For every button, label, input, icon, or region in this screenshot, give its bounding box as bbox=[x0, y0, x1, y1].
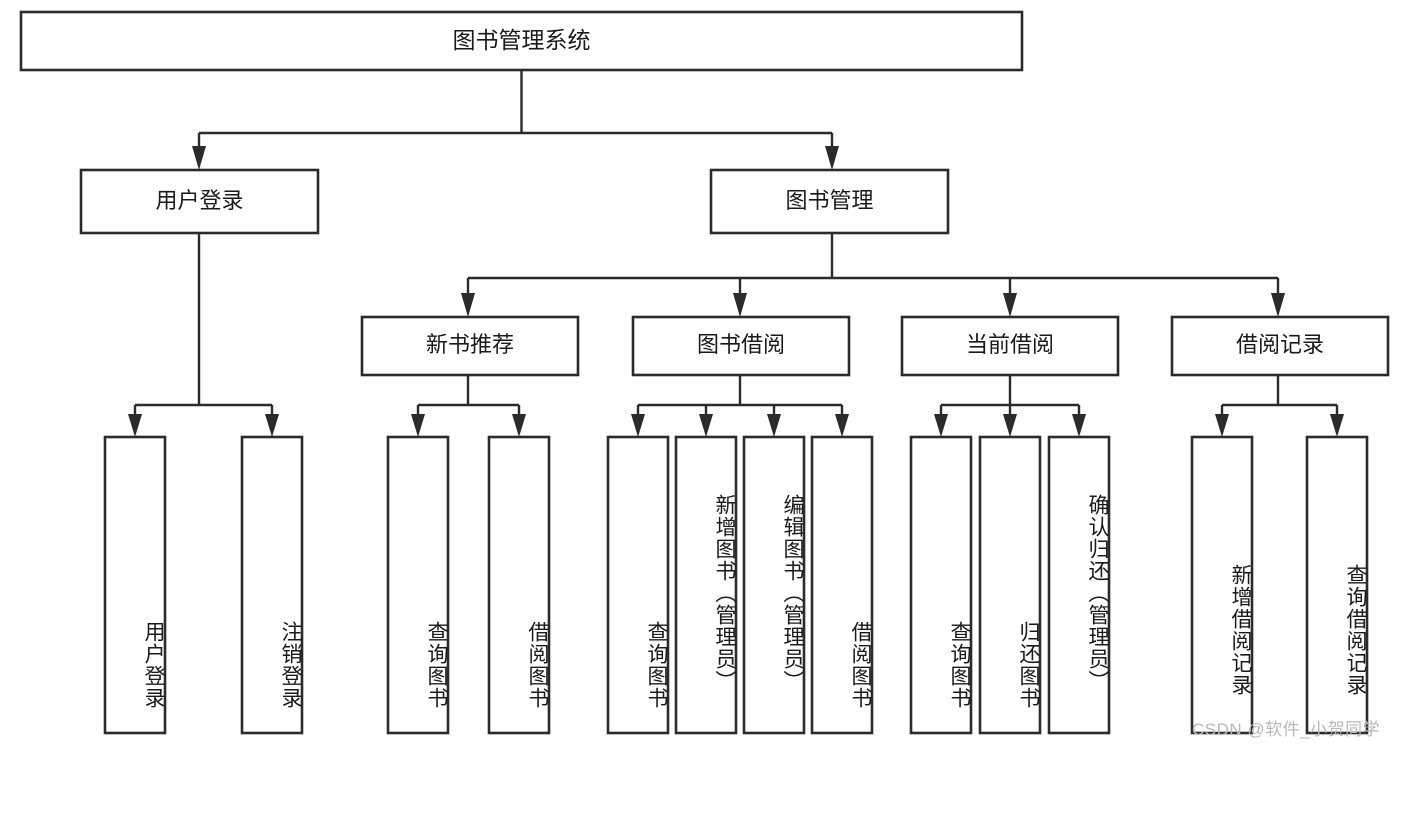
node-borrow-record-label: 借阅记录 bbox=[1236, 332, 1324, 357]
node-borrow-record-box[interactable] bbox=[1170, 315, 1390, 377]
diagram-canvas: 图书管理系统 用户登录 图书管理 新书推荐 图书借阅 当前借阅 借阅记录 bbox=[19, 10, 1390, 735]
arrow-head-record bbox=[1271, 293, 1285, 317]
arrow-head-newbook-leaf2 bbox=[512, 414, 526, 437]
arrow-head-leaf-logout bbox=[265, 414, 279, 437]
leaf-box-return-book[interactable] bbox=[978, 435, 1042, 735]
arrow-head-record-leaf1 bbox=[1215, 414, 1229, 437]
connector-group-current bbox=[934, 375, 1086, 437]
leaf-box-query-book-borrow[interactable] bbox=[606, 435, 670, 735]
arrow-head-borrow-leaf2 bbox=[699, 414, 713, 437]
arrow-head-borrow-leaf3 bbox=[767, 414, 781, 437]
arrow-head-record-leaf2 bbox=[1330, 414, 1344, 437]
leaf-box-add-record[interactable] bbox=[1190, 435, 1254, 735]
connector-group-book-mgmt bbox=[461, 233, 1285, 317]
node-book-borrow-label: 图书借阅 bbox=[697, 332, 785, 357]
leaf-box-query-record[interactable] bbox=[1305, 435, 1369, 735]
leaf-box-confirm-return[interactable] bbox=[1047, 435, 1111, 735]
arrow-head-borrow bbox=[733, 293, 747, 317]
connector-group-root bbox=[192, 70, 839, 170]
leaf-box-user-login[interactable] bbox=[103, 435, 167, 735]
node-current-borrow-box[interactable] bbox=[900, 315, 1120, 377]
connector-group-borrow bbox=[631, 375, 849, 437]
node-user-login-box[interactable] bbox=[79, 168, 320, 235]
arrow-head-current-leaf2 bbox=[1003, 414, 1017, 437]
leaf-box-borrow-book-newbook[interactable] bbox=[487, 435, 551, 735]
arrow-head-current-leaf3 bbox=[1072, 414, 1086, 437]
leaf-box-add-book[interactable] bbox=[674, 435, 738, 735]
arrow-head-current-leaf1 bbox=[934, 414, 948, 437]
arrow-head-leaf-user-login bbox=[128, 414, 142, 437]
node-user-login-label: 用户登录 bbox=[155, 188, 243, 213]
node-book-borrow-box[interactable] bbox=[631, 315, 851, 377]
leaf-box-edit-book[interactable] bbox=[742, 435, 806, 735]
arrow-head-newbook-leaf1 bbox=[411, 414, 425, 437]
node-new-book-label: 新书推荐 bbox=[426, 332, 514, 357]
arrow-head-borrow-leaf4 bbox=[835, 414, 849, 437]
node-root-box[interactable] bbox=[19, 10, 1024, 72]
csdn-watermark: CSDN @软件_小贺同学 bbox=[1192, 720, 1381, 739]
node-book-mgmt-box[interactable] bbox=[709, 168, 950, 235]
leaf-box-query-book-current[interactable] bbox=[909, 435, 973, 735]
node-current-borrow-label: 当前借阅 bbox=[966, 332, 1054, 357]
node-root-label: 图书管理系统 bbox=[453, 27, 591, 53]
connector-group-record bbox=[1215, 375, 1344, 437]
leaf-box-logout[interactable] bbox=[240, 435, 304, 735]
connector-group-user-login bbox=[128, 233, 279, 437]
arrow-head-user-login bbox=[192, 146, 206, 170]
node-book-mgmt-label: 图书管理 bbox=[785, 188, 873, 213]
arrow-head-current bbox=[1003, 293, 1017, 317]
node-new-book-box[interactable] bbox=[360, 315, 580, 377]
arrow-head-book-mgmt bbox=[825, 146, 839, 170]
diagram-root: 图书管理系统 用户登录 图书管理 新书推荐 图书借阅 当前借阅 借阅记录 bbox=[19, 10, 1390, 739]
leaf-box-query-book-newbook[interactable] bbox=[386, 435, 450, 735]
arrow-head-newbook bbox=[461, 293, 475, 317]
arrow-head-borrow-leaf1 bbox=[631, 414, 645, 437]
leaf-box-borrow-book[interactable] bbox=[810, 435, 874, 735]
connector-group-newbook bbox=[411, 375, 526, 437]
